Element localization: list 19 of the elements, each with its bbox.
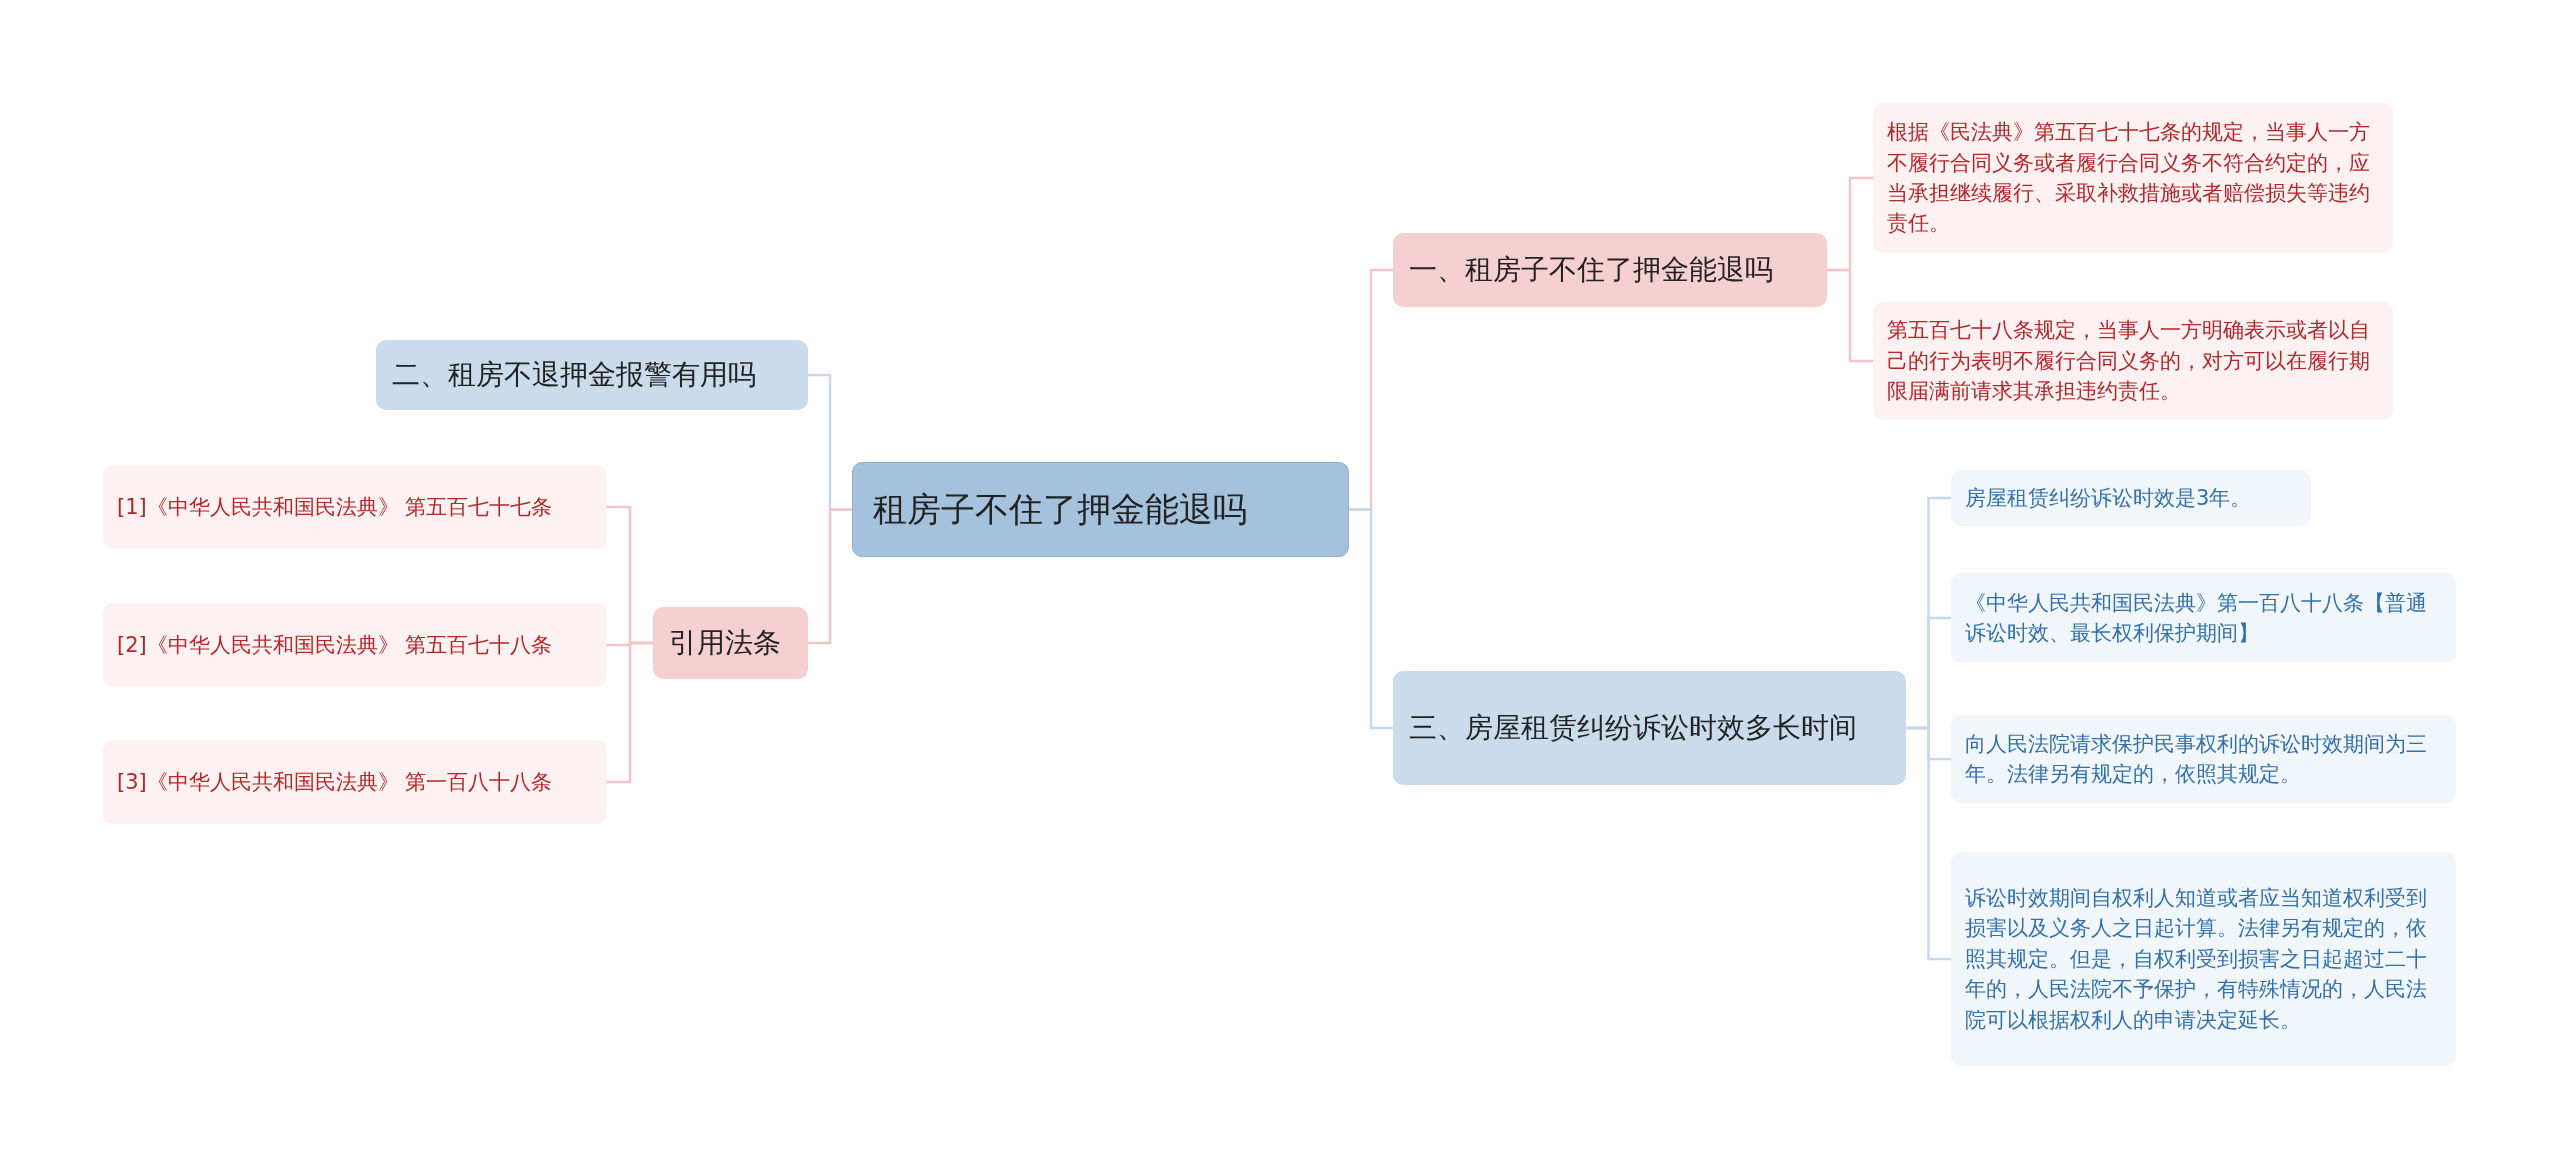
branch-topic: 一、租房子不住了押金能退吗 xyxy=(1393,233,1827,307)
connector-line xyxy=(1827,268,1873,363)
branch-topic: 引用法条 xyxy=(653,607,808,679)
branch-topic: 二、租房不退押金报警有用吗 xyxy=(376,340,808,410)
detail-note: [2]《中华人民共和国民法典》 第五百七十八条 xyxy=(103,603,607,687)
detail-note: 第五百七十八条规定，当事人一方明确表示或者以自己的行为表明不履行合同义务的，对方可以在履行期限届满前请求其承担违约责任。 xyxy=(1873,302,2393,420)
detail-note: [1]《中华人民共和国民法典》 第五百七十七条 xyxy=(103,465,607,549)
detail-note: [3]《中华人民共和国民法典》 第一百八十八条 xyxy=(103,740,607,824)
detail-note: 诉讼时效期间自权利人知道或者应当知道权利受到损害以及义务人之日起计算。法律另有规定的，依照其规定。但是，自权利受到损害之日起超过二十年的，人民法院不予保护，有特殊情况的，人民法院可以根据权利人的申请决定延长。 xyxy=(1951,852,2456,1066)
connector-line xyxy=(1349,508,1393,730)
central-topic: 租房子不住了押金能退吗 xyxy=(852,462,1349,557)
connector-line xyxy=(1906,726,1951,961)
detail-note: 向人民法院请求保护民事权利的诉讼时效期间为三年。法律另有规定的，依照其规定。 xyxy=(1951,715,2456,803)
branch-topic: 三、房屋租赁纠纷诉讼时效多长时间 xyxy=(1393,671,1906,785)
connector-line xyxy=(607,641,653,784)
detail-note: 《中华人民共和国民法典》第一百八十八条【普通诉讼时效、最长权利保护期间】 xyxy=(1951,573,2456,663)
detail-note: 房屋租赁纠纷诉讼时效是3年。 xyxy=(1951,470,2311,526)
connector-line xyxy=(808,508,852,645)
detail-note: 根据《民法典》第五百七十七条的规定，当事人一方不履行合同义务或者履行合同义务不符合约定的，应当承担继续履行、采取补救措施或者赔偿损失等违约责任。 xyxy=(1873,103,2393,253)
